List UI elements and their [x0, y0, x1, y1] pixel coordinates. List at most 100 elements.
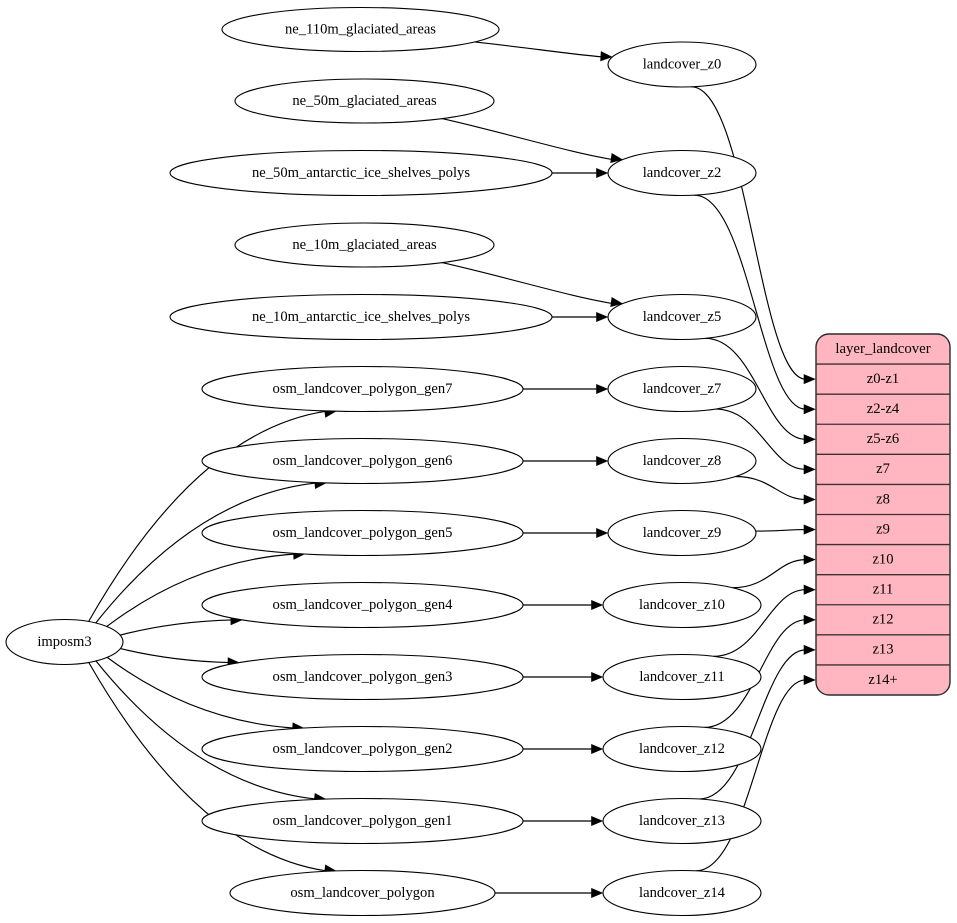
node-osm_landcover_polygon_gen4[interactable]: osm_landcover_polygon_gen4 [201, 581, 524, 629]
edge-arrowhead [803, 434, 816, 445]
node-osm_landcover_polygon_gen1[interactable]: osm_landcover_polygon_gen1 [201, 797, 524, 845]
node-osm_landcover_polygon_gen5[interactable]: osm_landcover_polygon_gen5 [201, 509, 524, 557]
source-table-ellipse [234, 222, 495, 268]
layer-node-ellipse [607, 293, 757, 341]
node-osm_landcover_polygon_gen7[interactable]: osm_landcover_polygon_gen7 [201, 365, 524, 413]
source-table-ellipse [221, 6, 500, 53]
edge-landcover_z11-to-layer_landcover-z11 [713, 589, 806, 657]
node-label: ne_10m_glaciated_areas [292, 237, 437, 253]
table-row-label: z10 [872, 551, 893, 567]
node-landcover_z13[interactable]: landcover_z13 [602, 797, 762, 845]
node-label: ne_50m_glaciated_areas [292, 93, 437, 109]
node-label: landcover_z9 [643, 525, 722, 541]
node-label: ne_110m_glaciated_areas [285, 21, 436, 37]
node-landcover_z7[interactable]: landcover_z7 [607, 365, 757, 413]
table-row[interactable]: z0-z1 [867, 371, 899, 387]
node-landcover_z2[interactable]: landcover_z2 [607, 149, 757, 197]
node-label: imposm3 [37, 634, 91, 650]
edge-arrowhead [803, 554, 816, 565]
edge-landcover_z10-to-layer_landcover-z10 [732, 559, 806, 589]
node-osm_landcover_polygon[interactable]: osm_landcover_polygon [229, 869, 496, 917]
edge-landcover_z9-to-layer_landcover-z9 [755, 528, 806, 532]
edge-ne_10m_glaciated_areas-to-landcover_z5 [441, 262, 613, 305]
layer-node-ellipse [607, 509, 757, 557]
node-landcover_z0[interactable]: landcover_z0 [607, 41, 757, 88]
node-osm_landcover_polygon_gen6[interactable]: osm_landcover_polygon_gen6 [201, 437, 524, 485]
edge-arrowhead [591, 815, 604, 827]
node-label: landcover_z13 [639, 813, 725, 829]
edge-imposm3-to-osm_landcover_polygon_gen2 [106, 656, 295, 729]
edge-arrowhead [596, 167, 609, 179]
node-ne_10m_glaciated_areas[interactable]: ne_10m_glaciated_areas [234, 222, 495, 268]
node-label: landcover_z5 [643, 309, 722, 325]
node-ne_50m_antarctic_ice_shelves_polys[interactable]: ne_50m_antarctic_ice_shelves_polys [169, 149, 553, 197]
edge-arrowhead [591, 599, 604, 611]
edge-imposm3-to-osm_landcover_polygon [88, 662, 327, 872]
edge-arrowhead [591, 743, 604, 755]
node-ne_110m_glaciated_areas[interactable]: ne_110m_glaciated_areas [221, 6, 500, 53]
node-landcover_z10[interactable]: landcover_z10 [602, 581, 762, 629]
edge-arrowhead [610, 297, 623, 308]
layer-landcover-table: layer_landcover z0-z1 z2-z4 z5-z6 z7 z8 z9 z10 z… [815, 333, 951, 696]
table-header-label: layer_landcover [835, 341, 930, 357]
edge-landcover_z13-to-layer_landcover-z13 [699, 649, 806, 800]
layer-node-ellipse [602, 653, 762, 701]
table-row-label: z14+ [868, 672, 897, 688]
node-osm_landcover_polygon_gen2[interactable]: osm_landcover_polygon_gen2 [201, 725, 524, 773]
node-ne_50m_glaciated_areas[interactable]: ne_50m_glaciated_areas [234, 78, 495, 124]
edge-landcover_z8-to-layer_landcover-z8 [735, 475, 806, 501]
source-table-ellipse [229, 869, 496, 917]
edge-arrowhead [803, 374, 816, 385]
edge-ne_50m_glaciated_areas-to-landcover_z2 [441, 118, 613, 161]
table-row[interactable]: z10 [872, 551, 893, 567]
table-row-label: z13 [872, 642, 893, 658]
node-landcover_z9[interactable]: landcover_z9 [607, 509, 757, 557]
node-label: ne_50m_antarctic_ice_shelves_polys [252, 165, 470, 181]
edge-arrowhead [803, 644, 816, 655]
node-label: landcover_z7 [643, 381, 722, 397]
node-ne_10m_antarctic_ice_shelves_polys[interactable]: ne_10m_antarctic_ice_shelves_polys [169, 293, 553, 341]
edge-landcover_z2-to-layer_landcover-z2-z4 [694, 194, 806, 410]
table-row[interactable]: z11 [873, 582, 894, 598]
table-row-label: z0-z1 [867, 371, 899, 387]
node-landcover_z12[interactable]: landcover_z12 [602, 725, 762, 773]
table-row[interactable]: z7 [876, 461, 890, 477]
table-row[interactable]: z5-z6 [867, 431, 899, 447]
node-label: landcover_z0 [643, 56, 722, 72]
node-osm_landcover_polygon_gen3[interactable]: osm_landcover_polygon_gen3 [201, 653, 524, 701]
layer-node-ellipse [607, 437, 757, 485]
node-label: landcover_z12 [639, 741, 725, 757]
table-row[interactable]: z2-z4 [867, 401, 900, 417]
layer-node-ellipse [602, 869, 762, 917]
source-table-ellipse [169, 293, 553, 341]
table-row[interactable]: z12 [872, 612, 893, 628]
node-landcover_z5[interactable]: landcover_z5 [607, 293, 757, 341]
table-row[interactable]: z13 [872, 642, 893, 658]
edge-arrowhead [596, 311, 609, 323]
node-label: osm_landcover_polygon_gen7 [273, 381, 453, 397]
table-row[interactable]: z14+ [868, 672, 897, 688]
node-landcover_z8[interactable]: landcover_z8 [607, 437, 757, 485]
table-row[interactable]: z8 [876, 491, 890, 507]
layer-node-ellipse [602, 581, 762, 629]
edge-landcover_z5-to-layer_landcover-z5-z6 [705, 337, 806, 440]
edge-imposm3-to-osm_landcover_polygon_gen4 [120, 619, 233, 636]
node-landcover_z11[interactable]: landcover_z11 [602, 653, 762, 701]
table-row-label: z2-z4 [867, 401, 900, 417]
edge-arrowhead [803, 584, 816, 595]
edge-imposm3-to-osm_landcover_polygon_gen1 [95, 660, 317, 800]
edge-ne_110m_glaciated_areas-to-landcover_z0 [474, 41, 603, 58]
edge-imposm3-to-osm_landcover_polygon_gen6 [95, 482, 317, 624]
edge-arrowhead [591, 671, 604, 683]
node-label: landcover_z14 [639, 885, 726, 901]
layer-node-ellipse [607, 365, 757, 413]
node-imposm3[interactable]: imposm3 [5, 618, 124, 666]
edge-arrowhead [803, 464, 816, 475]
edge-arrowhead [596, 383, 609, 395]
edge-imposm3-to-osm_landcover_polygon_gen7 [88, 410, 327, 622]
layer-node-ellipse [602, 725, 762, 773]
source-table-ellipse [201, 509, 524, 557]
node-landcover_z14[interactable]: landcover_z14 [602, 869, 762, 917]
table-row[interactable]: z9 [876, 521, 890, 537]
